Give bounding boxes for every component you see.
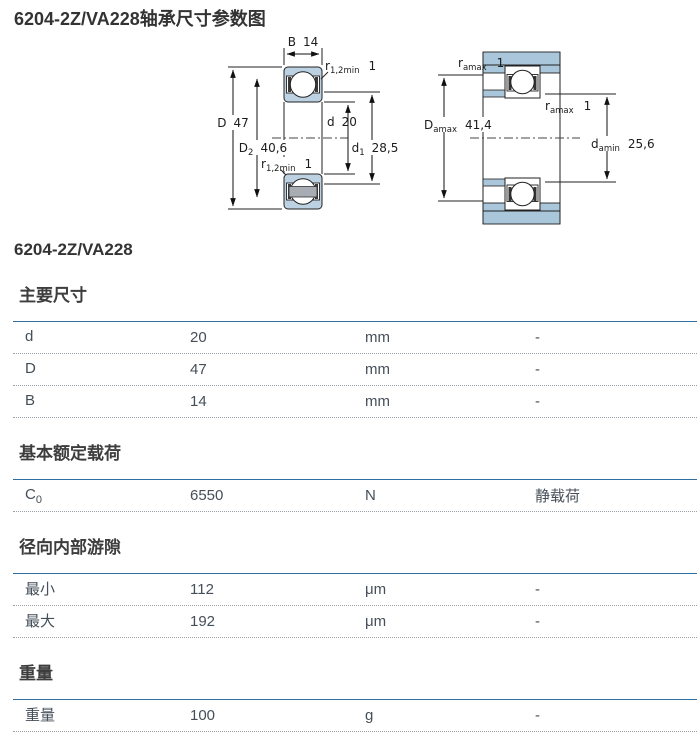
section-principal-dimensions: 主要尺寸 d 20 mm - D 47 mm - B 14 mm - (13, 286, 697, 418)
spec-table: 最小 112 μm - 最大 192 μm - (13, 573, 697, 638)
row-unit: mm (365, 361, 390, 378)
row-label: B (25, 391, 36, 409)
row-value: 6550 (190, 487, 224, 504)
damin-extension-lines (545, 93, 616, 183)
d1-label-bg (352, 140, 398, 155)
row-label: C0 (25, 485, 42, 506)
row-value: 112 (190, 581, 214, 598)
row-note: - (535, 329, 540, 346)
section-heading: 主要尺寸 (19, 286, 87, 305)
r-bottom-label-bg (259, 157, 309, 171)
shield-left-top (288, 77, 291, 92)
spec-table: 重量 100 g - (13, 699, 697, 732)
row-unit: mm (365, 393, 390, 410)
bearing-designation: 6204-2Z/VA228 (14, 240, 133, 259)
damin-label-bg (588, 136, 652, 151)
d1-extension-lines (324, 91, 380, 185)
row-value: 20 (190, 329, 207, 346)
row-label: D (25, 359, 36, 377)
Damax-extension-lines (438, 74, 483, 202)
page-title: 6204-2Z/VA228轴承尺寸参数图 (14, 9, 266, 29)
right-ball-bottom (510, 181, 535, 207)
section-internal-clearance: 径向内部游隙 最小 112 μm - 最大 192 μm - (13, 538, 697, 638)
table-row: 最大 192 μm - (13, 606, 697, 638)
shoulder-top (482, 89, 506, 98)
section-load-ratings: 基本额定载荷 C0 6550 N 静载荷 (13, 444, 697, 512)
D-label-bg (216, 115, 250, 130)
row-unit: μm (365, 581, 387, 598)
table-row: B 14 mm - (13, 386, 697, 418)
row-unit: N (365, 487, 376, 504)
section-heading: 基本额定载荷 (19, 444, 121, 463)
row-note: - (535, 581, 540, 598)
section-heading: 径向内部游隙 (19, 538, 121, 557)
right-ball-top (510, 69, 535, 95)
row-unit: g (365, 707, 374, 724)
shield-right-top (315, 77, 318, 92)
right-shield-right-bottom (533, 187, 537, 201)
row-unit: mm (365, 329, 390, 346)
table-row: 重量 100 g - (13, 700, 697, 732)
table-row: d 20 mm - (13, 322, 697, 354)
row-unit: μm (365, 613, 387, 630)
row-note: 静载荷 (535, 488, 581, 505)
row-label: d (25, 327, 34, 345)
right-shield-right-top (533, 76, 537, 90)
row-note: - (535, 613, 540, 630)
row-label: 最大 (25, 613, 56, 630)
row-value: 47 (190, 361, 207, 378)
section-heading: 重量 (19, 664, 53, 683)
r-top-leader (320, 71, 329, 80)
cage-section (288, 186, 318, 198)
spec-table: C0 6550 N 静载荷 (13, 479, 697, 512)
spec-table: d 20 mm - D 47 mm - B 14 mm - (13, 321, 697, 418)
row-value: 14 (190, 393, 207, 410)
table-row: C0 6550 N 静载荷 (13, 480, 697, 512)
row-value: 100 (190, 707, 216, 724)
section-weight: 重量 重量 100 g - (13, 664, 697, 732)
row-note: - (535, 393, 540, 410)
row-value: 192 (190, 613, 216, 630)
b-extension-lines (283, 48, 323, 65)
d-extension-lines (324, 101, 355, 175)
Damax-label-bg (420, 117, 492, 132)
right-shield-left-bottom (508, 187, 512, 201)
shoulder-bottom (482, 178, 506, 187)
table-row: D 47 mm - (13, 354, 697, 386)
ball-top (289, 71, 317, 98)
right-shield-left-top (508, 76, 512, 90)
D2-label-bg (239, 140, 287, 155)
r-bottom-leader (280, 169, 287, 176)
row-label: 最小 (25, 581, 56, 598)
row-note: - (535, 361, 540, 378)
table-row: 最小 112 μm - (13, 574, 697, 606)
D-extension-lines (228, 66, 282, 210)
row-note: - (535, 707, 540, 724)
row-label: 重量 (25, 707, 56, 724)
